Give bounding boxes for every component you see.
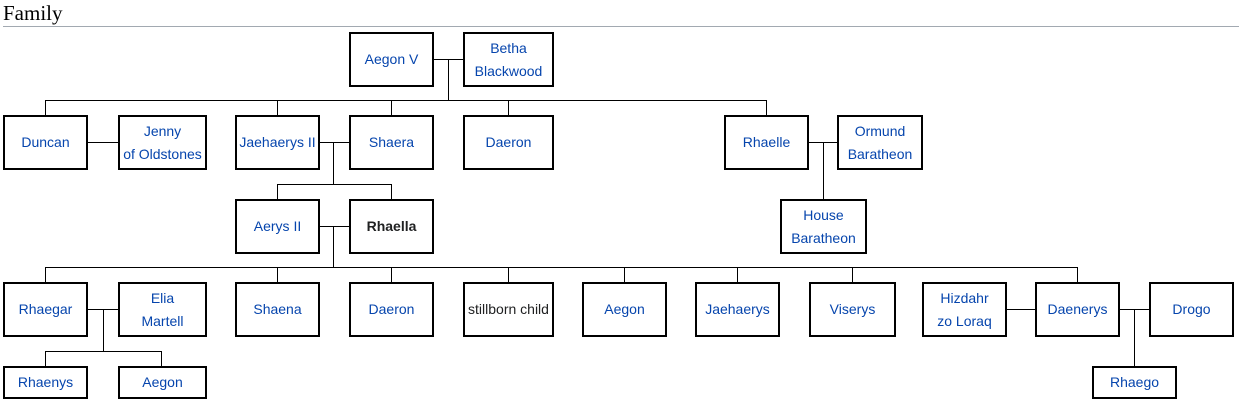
name-line: Blackwood	[474, 62, 543, 79]
person-duncan[interactable]: Duncan	[3, 115, 88, 170]
person-name: Rhaella	[366, 218, 417, 235]
person-name[interactable]: Rhaegar	[18, 301, 73, 318]
person-name[interactable]: Shaena	[253, 301, 302, 318]
person-name[interactable]: Drogo	[1172, 301, 1211, 318]
name-line: Martell	[141, 312, 184, 329]
name-line: of Oldstones	[123, 145, 202, 162]
name-line: House	[803, 207, 844, 223]
name-line: Hizdahr	[940, 290, 989, 306]
person-rhaelle[interactable]: Rhaelle	[724, 115, 809, 170]
person-daeron[interactable]: Daeron	[463, 115, 554, 170]
person-drogo[interactable]: Drogo	[1149, 282, 1234, 337]
person-stillborn-child: stillborn child	[463, 282, 554, 337]
person-aegon-v[interactable]: Aegon V	[349, 32, 434, 87]
person-viserys[interactable]: Viserys	[809, 282, 896, 337]
person-name[interactable]: Jaehaerys	[705, 301, 770, 318]
person-aegon-grandchild[interactable]: Aegon	[118, 366, 207, 399]
person-jaehaerys-ii[interactable]: Jaehaerys II	[235, 115, 320, 170]
person-name[interactable]: Rhaelle	[742, 134, 791, 151]
person-aegon-child[interactable]: Aegon	[582, 282, 667, 337]
person-name[interactable]: Daenerys	[1047, 301, 1108, 318]
name-line: Betha	[490, 40, 527, 56]
person-name[interactable]: Jaehaerys II	[239, 134, 316, 151]
person-jenny-of-oldstones[interactable]: Jenny of Oldstones	[118, 115, 207, 170]
person-rhaego[interactable]: Rhaego	[1092, 366, 1177, 399]
person-daenerys[interactable]: Daenerys	[1035, 282, 1120, 337]
person-shaera[interactable]: Shaera	[349, 115, 434, 170]
person-name[interactable]: Aegon V	[364, 51, 419, 68]
person-name[interactable]: Rhaenys	[17, 374, 74, 391]
person-name[interactable]: Rhaego	[1109, 374, 1160, 391]
person-hizdahr-zo-loraq[interactable]: Hizdahr zo Loraq	[922, 282, 1007, 337]
person-name[interactable]: Hizdahr zo Loraq	[937, 287, 991, 332]
person-name[interactable]: Daeron	[368, 301, 415, 318]
person-shaena[interactable]: Shaena	[235, 282, 320, 337]
person-name[interactable]: Viserys	[829, 301, 876, 318]
section-heading: Family	[3, 1, 63, 25]
person-jaehaerys[interactable]: Jaehaerys	[695, 282, 780, 337]
person-name[interactable]: Shaera	[368, 134, 415, 151]
name-line: Ormund	[854, 123, 906, 139]
person-name[interactable]: Aegon	[604, 301, 645, 318]
name-line: Baratheon	[791, 229, 856, 246]
name-line: zo Loraq	[937, 312, 992, 329]
person-rhaegar[interactable]: Rhaegar	[3, 282, 88, 337]
person-daeron-child[interactable]: Daeron	[349, 282, 434, 337]
heading-divider	[3, 26, 1239, 27]
person-aerys-ii[interactable]: Aerys II	[235, 199, 320, 254]
name-line: Jenny	[143, 123, 182, 139]
name-line: Elia	[150, 290, 175, 306]
person-name[interactable]: Jenny of Oldstones	[123, 120, 202, 165]
person-rhaenys[interactable]: Rhaenys	[3, 366, 88, 399]
person-name[interactable]: Duncan	[21, 134, 70, 151]
person-rhaella: Rhaella	[349, 199, 434, 254]
person-name[interactable]: Aerys II	[253, 218, 302, 235]
person-name[interactable]: Daeron	[485, 134, 532, 151]
person-name: stillborn child	[468, 301, 549, 318]
person-name[interactable]: Aegon	[142, 374, 183, 391]
name-line: Baratheon	[847, 145, 913, 162]
